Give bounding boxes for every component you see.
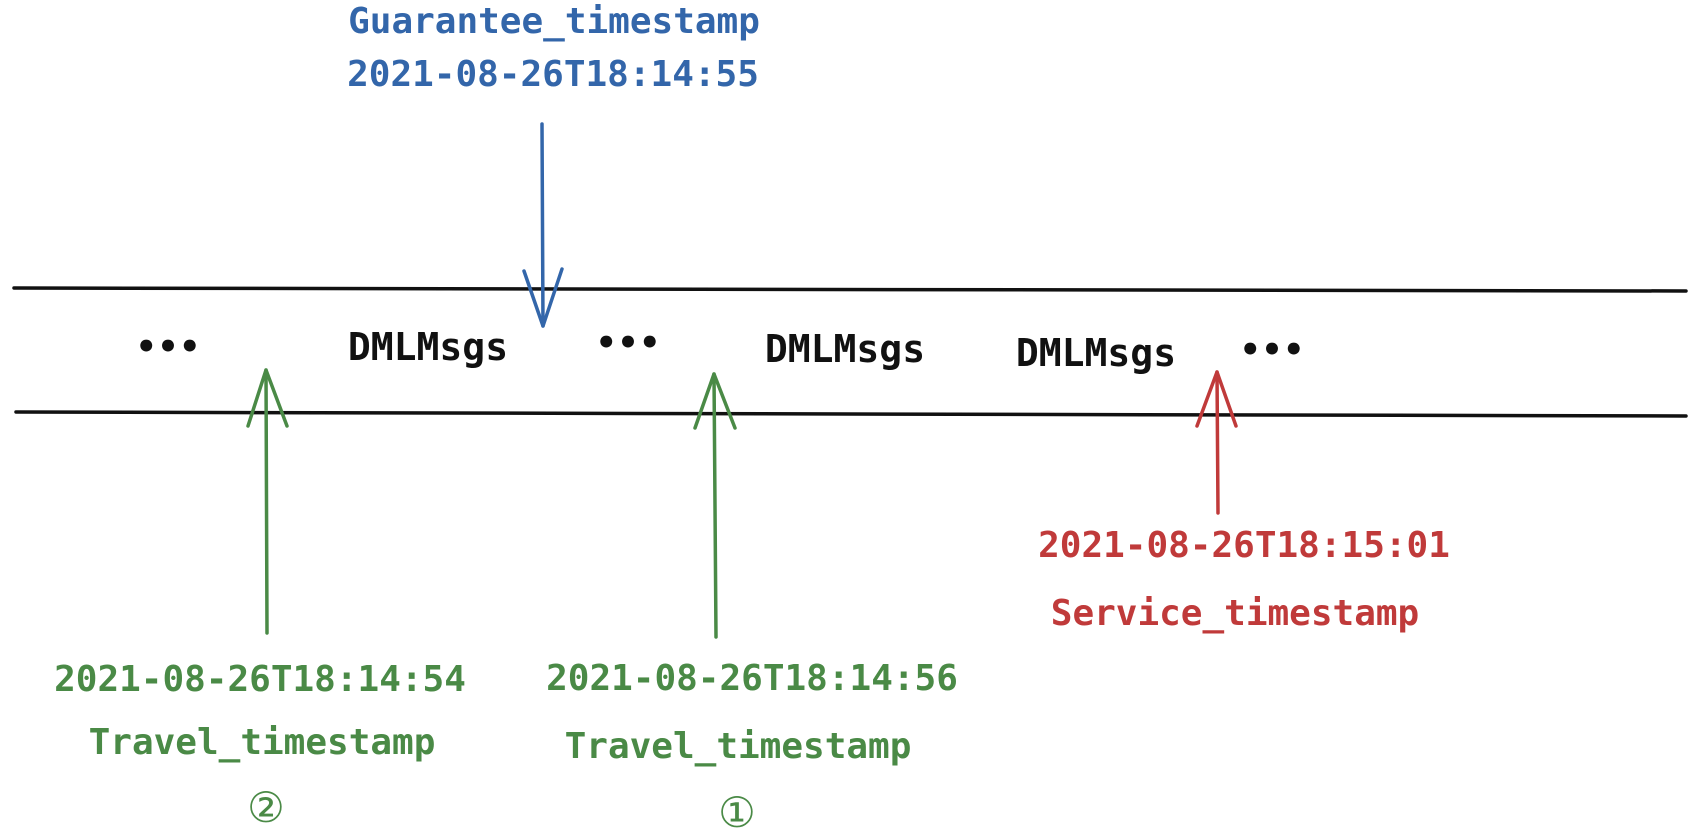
stream-bottom-line bbox=[14, 410, 1688, 418]
travel-timestamp-1-value: 2021-08-26T18:14:56 bbox=[546, 658, 958, 699]
stream-ellipsis-3: ••• bbox=[1239, 330, 1304, 370]
stream-top-line bbox=[12, 286, 1688, 293]
service-timestamp-arrow bbox=[1195, 370, 1238, 515]
travel-timestamp-2-arrow bbox=[246, 368, 289, 635]
travel-timestamp-2-value: 2021-08-26T18:14:54 bbox=[54, 659, 466, 700]
guarantee-timestamp-value: 2021-08-26T18:14:55 bbox=[347, 54, 759, 95]
guarantee-timestamp-label: Guarantee_timestamp bbox=[348, 1, 760, 42]
stream-dmlmsgs-2: DMLMsgs bbox=[765, 327, 925, 371]
service-timestamp-value: 2021-08-26T18:15:01 bbox=[1038, 525, 1450, 566]
service-timestamp-label: Service_timestamp bbox=[1051, 593, 1419, 634]
travel-timestamp-1-marker: ① bbox=[718, 788, 756, 837]
travel-timestamp-2-marker: ② bbox=[247, 783, 285, 832]
travel-timestamp-1-arrow bbox=[693, 372, 737, 639]
travel-timestamp-1-label: Travel_timestamp bbox=[565, 726, 912, 767]
travel-timestamp-2-label: Travel_timestamp bbox=[89, 722, 436, 763]
stream-ellipsis-1: ••• bbox=[135, 327, 200, 367]
guarantee-arrow bbox=[522, 122, 564, 328]
stream-dmlmsgs-3: DMLMsgs bbox=[1016, 331, 1176, 375]
stream-ellipsis-2: ••• bbox=[595, 323, 660, 363]
stream-dmlmsgs-1: DMLMsgs bbox=[348, 325, 508, 369]
